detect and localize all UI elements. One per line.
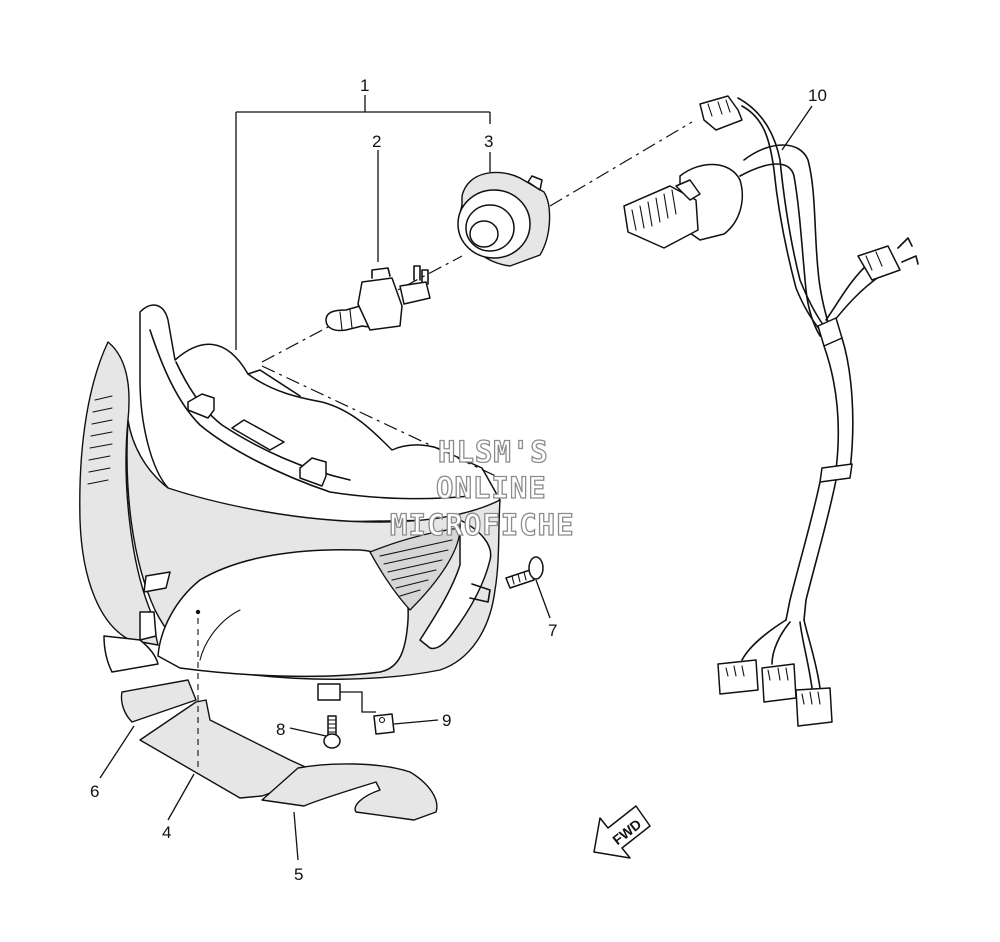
leader-lines <box>99 95 813 861</box>
bolt-8 <box>323 715 341 749</box>
callout-8: 8 <box>276 720 285 739</box>
alignment-point <box>195 609 201 615</box>
callout-1: 1 <box>360 76 369 95</box>
watermark-line-3: MICROFICHE <box>390 508 575 542</box>
watermark-line-2: ONLINE <box>436 471 547 505</box>
side-strip-6 <box>120 679 197 723</box>
watermark: HLSM'S ONLINE MICROFICHE <box>389 434 575 542</box>
watermark-line-1: HLSM'S <box>438 435 549 469</box>
screw-7 <box>505 556 544 589</box>
wire-harness <box>623 95 919 727</box>
lower-panel-5 <box>261 763 438 821</box>
callout-labels: 1 2 3 4 5 6 7 8 9 10 <box>90 76 827 884</box>
housing-axis-line <box>261 365 501 479</box>
connector-alignment-line <box>549 121 693 207</box>
callout-4: 4 <box>162 823 171 842</box>
socket-rubber-cover <box>457 171 551 267</box>
headlight-housing <box>79 304 501 701</box>
forward-arrow-icon <box>593 805 651 859</box>
callout-5: 5 <box>294 865 303 884</box>
mount-bracket-line <box>340 691 376 713</box>
callout-6: 6 <box>90 782 99 801</box>
callout-10: 10 <box>808 86 827 105</box>
callout-9: 9 <box>442 711 451 730</box>
nut-9 <box>373 713 395 735</box>
headlight-bulb <box>325 265 431 332</box>
forward-direction-marker: FWD <box>593 805 651 859</box>
callout-2: 2 <box>372 132 381 151</box>
callout-3: 3 <box>484 132 493 151</box>
callout-7: 7 <box>548 621 557 640</box>
